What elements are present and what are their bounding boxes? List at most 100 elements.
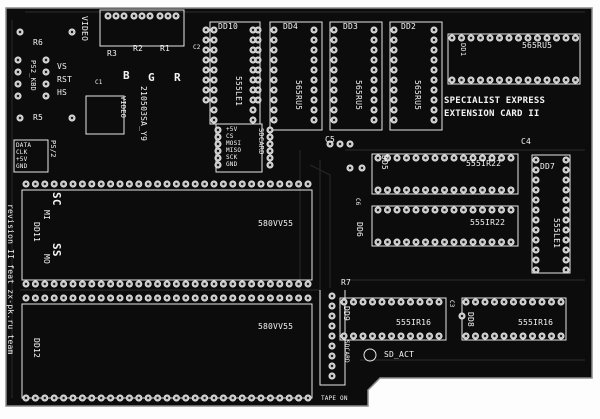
- pad-hole: [204, 78, 208, 82]
- pad-hole: [332, 38, 336, 42]
- pad-hole: [376, 208, 380, 212]
- pad-hole: [184, 282, 187, 286]
- pad-hole: [306, 396, 310, 400]
- pad-hole: [534, 258, 538, 262]
- pad-hole: [414, 188, 418, 192]
- pad-hole: [250, 282, 253, 286]
- pad-hole: [462, 156, 465, 160]
- pad-hole: [312, 58, 316, 62]
- pad-hole: [184, 182, 187, 186]
- pad-hole: [53, 296, 56, 300]
- pad-hole: [100, 396, 103, 400]
- pad-hole: [128, 296, 131, 300]
- jumper-ss: SS: [50, 243, 63, 257]
- pad-hole: [432, 98, 436, 102]
- pad-hole: [531, 334, 534, 338]
- pad-hole: [395, 156, 399, 160]
- sd-pin-5v: +5V: [226, 126, 238, 133]
- pad-hole: [204, 68, 208, 72]
- pad-hole: [534, 248, 538, 252]
- r1-label: R1: [160, 44, 171, 53]
- pad-hole: [175, 282, 178, 286]
- pad-hole: [251, 78, 255, 82]
- pad-hole: [464, 334, 468, 338]
- pad-hole: [272, 68, 276, 72]
- pad-hole: [443, 208, 446, 212]
- pad-hole: [16, 58, 20, 62]
- pad-hole: [376, 188, 380, 192]
- pad-hole: [500, 208, 503, 212]
- pad-hole: [297, 282, 300, 286]
- pad-hole: [156, 296, 159, 300]
- pad-hole: [212, 118, 216, 122]
- pad-hole: [437, 300, 441, 304]
- rgb-r-label: R: [174, 71, 181, 84]
- pad-hole: [216, 135, 220, 139]
- pad-hole: [212, 296, 216, 300]
- pad-hole: [372, 68, 376, 72]
- pad-hole: [332, 28, 336, 32]
- dd11-part: 580VV55: [258, 219, 294, 228]
- pad-hole: [432, 68, 436, 72]
- pad-hole: [462, 188, 465, 192]
- dd5-part: 555IR22: [466, 159, 502, 168]
- pad-hole: [272, 48, 276, 52]
- sd-pin-mosi: MOSI: [226, 140, 242, 147]
- pad-hole: [212, 28, 216, 32]
- pad-hole: [278, 182, 281, 186]
- pad-hole: [204, 48, 208, 52]
- pad-hole: [256, 58, 260, 62]
- pad-hole: [471, 208, 475, 212]
- pad-hole: [272, 78, 276, 82]
- c2-label: C2: [193, 44, 201, 51]
- pad-hole: [481, 188, 484, 192]
- pad-hole: [352, 334, 355, 338]
- pad-hole: [409, 334, 412, 338]
- pad-hole: [450, 36, 454, 40]
- pad-hole: [312, 118, 316, 122]
- pad-hole: [534, 218, 538, 222]
- pad-hole: [251, 108, 255, 112]
- pad-hole: [175, 296, 178, 300]
- pad-hole: [330, 354, 334, 358]
- pad-hole: [372, 98, 376, 102]
- pad-hole: [418, 334, 422, 338]
- pad-hole: [493, 300, 496, 304]
- pad-hole: [203, 282, 206, 286]
- pad-hole: [509, 208, 513, 212]
- pad-hole: [269, 182, 272, 186]
- pad-hole: [564, 218, 568, 222]
- pad-hole: [24, 296, 28, 300]
- pad-hole: [330, 324, 334, 328]
- pad-hole: [166, 14, 170, 18]
- pad-hole: [483, 300, 487, 304]
- pad-hole: [216, 128, 220, 132]
- revision-note: revision II feat zx-pk.ru team: [6, 204, 15, 355]
- pad-hole: [212, 38, 216, 42]
- pad-hole: [414, 208, 418, 212]
- dd9-part: 555IR16: [396, 318, 432, 327]
- pad-hole: [462, 208, 465, 212]
- pad-hole: [251, 28, 255, 32]
- pad-hole: [507, 78, 511, 82]
- pad-hole: [332, 68, 336, 72]
- pad-hole: [90, 296, 94, 300]
- pad-hole: [312, 28, 316, 32]
- dd2-part: 565RU5: [413, 80, 422, 111]
- pad-hole: [194, 296, 197, 300]
- pad-hole: [81, 296, 84, 300]
- pad-hole: [376, 240, 380, 244]
- pad-hole: [414, 156, 418, 160]
- pad-hole: [490, 208, 494, 212]
- pad-hole: [330, 294, 334, 298]
- pad-hole: [564, 228, 568, 232]
- dd9-ref: DD9: [342, 306, 351, 322]
- pad-hole: [16, 94, 20, 98]
- r6-label: R6: [33, 38, 44, 47]
- pad-hole: [268, 135, 272, 139]
- pad-hole: [555, 78, 558, 82]
- pad-hole: [372, 78, 376, 82]
- pad-hole: [488, 36, 492, 40]
- pad-hole: [540, 334, 544, 338]
- pad-hole: [269, 282, 272, 286]
